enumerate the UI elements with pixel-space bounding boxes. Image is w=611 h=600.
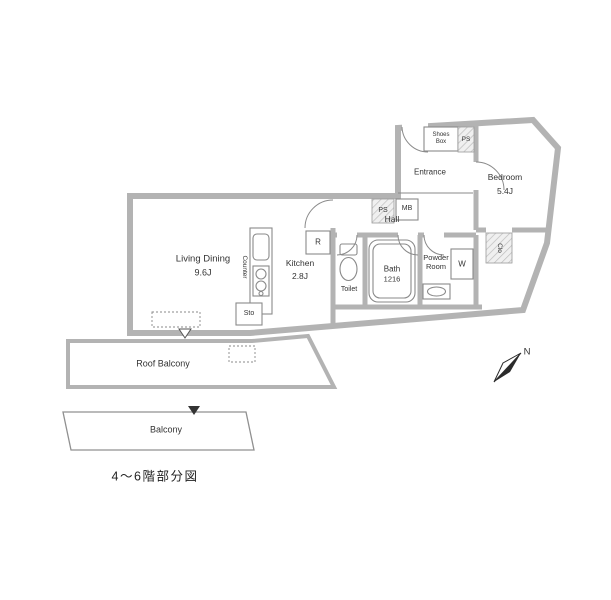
powder-sink-bowl bbox=[426, 286, 447, 297]
roof-balcony-outline bbox=[66, 333, 338, 389]
label-balcony: Balcony bbox=[149, 424, 183, 435]
section-marker-open bbox=[178, 328, 192, 339]
label-counter: Counter bbox=[240, 255, 248, 279]
fixtures-lines bbox=[235, 126, 474, 326]
label-bedroom-size: 5.4J bbox=[496, 185, 514, 196]
label-pipe-space-hall: PS bbox=[378, 206, 388, 214]
label-entrance: Entrance bbox=[413, 167, 447, 177]
bedroom-door-arc bbox=[475, 161, 505, 191]
bathtub-outer bbox=[368, 239, 416, 303]
interior-walls bbox=[330, 124, 550, 326]
meter-box bbox=[395, 198, 419, 221]
entrance-door-gap bbox=[402, 122, 428, 133]
bathtub-inner bbox=[372, 243, 412, 299]
pipe-space-hall-box bbox=[371, 198, 395, 224]
toilet-door-arc bbox=[336, 234, 358, 256]
shoes-box bbox=[423, 126, 459, 152]
label-roof-balcony: Roof Balcony bbox=[136, 358, 190, 369]
refrigerator-box bbox=[305, 230, 331, 255]
label-bath: Bath bbox=[383, 264, 401, 274]
hatched-boxes bbox=[371, 126, 513, 264]
toilet-bowl bbox=[339, 256, 358, 282]
label-closet: Clo bbox=[495, 243, 503, 253]
compass-icon bbox=[493, 352, 522, 383]
section-marker-filled bbox=[188, 406, 200, 415]
label-refrigerator: R bbox=[315, 237, 321, 247]
powder-sink bbox=[422, 283, 451, 300]
label-washing-machine: W bbox=[458, 259, 466, 269]
label-north: N bbox=[523, 346, 531, 358]
label-living-dining: Living Dining bbox=[175, 253, 231, 265]
door-arcs bbox=[304, 126, 505, 256]
label-pipe-space-entrance: PS bbox=[461, 136, 471, 144]
bath-door-arc bbox=[397, 234, 419, 256]
label-kitchen-size: 2.8J bbox=[291, 270, 309, 281]
entrance-door-arc bbox=[401, 126, 429, 153]
label-bath-size: 1216 bbox=[383, 274, 401, 284]
storage-box bbox=[235, 302, 263, 326]
label-meter-box: MB bbox=[401, 204, 413, 212]
dashed-outlines bbox=[151, 311, 256, 363]
stove-burner bbox=[258, 290, 264, 297]
powder-door-arc bbox=[423, 234, 445, 256]
label-storage: Sto bbox=[243, 309, 255, 317]
balcony-outline bbox=[62, 411, 255, 451]
living-door-arc bbox=[304, 199, 334, 229]
label-toilet: Toilet bbox=[340, 285, 358, 293]
label-kitchen: Kitchen bbox=[285, 257, 315, 268]
unit-outline bbox=[127, 116, 562, 336]
closet-box bbox=[485, 232, 513, 264]
label-shoes-box: Shoes Box bbox=[432, 131, 450, 145]
kitchen-sink bbox=[252, 233, 270, 261]
label-powder-room: Powder Room bbox=[423, 253, 449, 271]
pipe-space-entrance-box bbox=[457, 126, 475, 153]
stove-burner bbox=[255, 268, 267, 280]
label-living-dining-size: 9.6J bbox=[194, 267, 212, 278]
floor-caption: 4〜6階部分図 bbox=[111, 469, 199, 484]
label-bedroom: Bedroom bbox=[487, 171, 523, 182]
washing-machine-box bbox=[450, 248, 474, 280]
label-hall: Hall bbox=[384, 213, 400, 224]
